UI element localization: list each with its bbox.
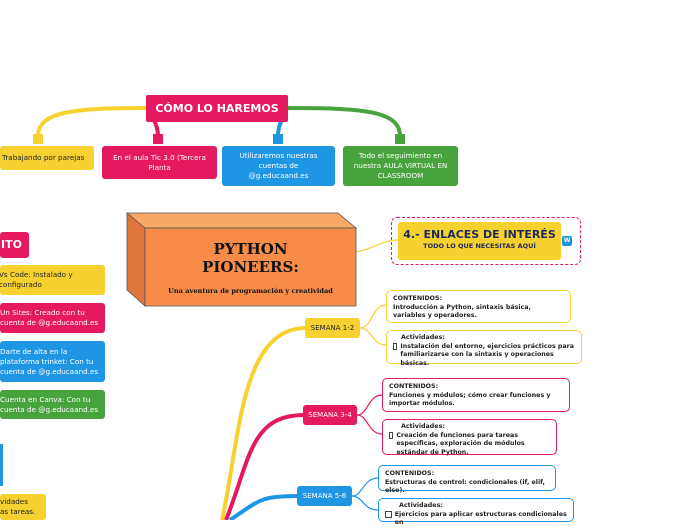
week-3-label[interactable]: SEMANA 5-6	[297, 486, 352, 506]
week-2-activities-title: Actividades:	[401, 423, 445, 430]
branch-pairs: Trabajando por parejas	[0, 146, 94, 170]
week-2-contents-title: CONTENIDOS:	[389, 383, 439, 390]
left-item-vscode-text: Vs Code: Instalado y configurado	[0, 270, 73, 289]
week-3-label-text: SEMANA 5-6	[302, 492, 347, 500]
week-2-activities: Actividades: Creación de funciones para …	[382, 419, 557, 456]
checkbox-icon[interactable]	[389, 431, 394, 439]
central-title: PYTHON PIONEERS:	[202, 240, 299, 276]
branch-virtual-classroom-text: Todo el seguimiento en nuestra AULA VIRT…	[353, 151, 448, 180]
week-3-contents: CONTENIDOS: Estructuras de control: cond…	[378, 465, 556, 494]
central-subtitle: Una aventura de programación y creativid…	[168, 287, 333, 295]
left-bottom-box: vidades as tareas.	[0, 494, 46, 520]
week-2-contents: CONTENIDOS: Funciones y módulos; cómo cr…	[382, 378, 570, 412]
branch-accounts: Utilizaremos nuestras cuentas de @g.educ…	[222, 146, 335, 186]
week-1-activities-text: Instalación del entorno, ejercicios prác…	[400, 342, 574, 367]
week-3-activities: Actividades: Ejercicios para aplicar est…	[378, 498, 574, 526]
left-item-sites-text: Un Sites: Creado con tu cuenta de @g.edu…	[0, 308, 99, 327]
left-bottom-text-2: as tareas.	[0, 507, 36, 516]
week-1-activities: Actividades: Instalación del entorno, ej…	[386, 330, 582, 367]
branch-classroom-text: En el aula Tic 3.0 (Tercera Planta	[113, 152, 206, 172]
week-1-label[interactable]: SEMANA 1-2	[305, 318, 360, 338]
left-item-vscode: Vs Code: Instalado y configurado	[0, 265, 105, 295]
checkbox-icon[interactable]	[393, 342, 398, 350]
left-blue-marker	[0, 444, 3, 486]
branch-virtual-classroom: Todo el seguimiento en nuestra AULA VIRT…	[343, 146, 458, 186]
checkbox-icon[interactable]	[385, 510, 392, 518]
branch-accounts-text: Utilizaremos nuestras cuentas de @g.educ…	[239, 151, 318, 180]
week-2-activities-text: Creación de funciones para tareas especí…	[396, 431, 525, 456]
week-1-contents: CONTENIDOS: Introducción a Python, sinta…	[386, 290, 571, 323]
week-3-contents-text: Estructuras de control: condicionales (i…	[385, 478, 545, 495]
left-bottom-text-1: vidades	[0, 497, 28, 506]
web-link-icon[interactable]: W	[562, 236, 572, 246]
week-1-label-text: SEMANA 1-2	[310, 324, 355, 332]
connector-week-2	[224, 413, 305, 520]
week-3-activities-title: Actividades:	[399, 502, 443, 509]
connector-week-3	[228, 494, 299, 520]
connector-green-top	[284, 106, 402, 137]
week-3-activities-text: Ejercicios para aplicar estructuras cond…	[394, 510, 567, 527]
left-panel-title-text: ITO	[1, 238, 22, 251]
week-2-label[interactable]: SEMANA 3-4	[303, 405, 357, 425]
week-1-contents-text: Introducción a Python, sintaxis básica, …	[393, 303, 531, 320]
left-item-sites: Un Sites: Creado con tu cuenta de @g.edu…	[0, 303, 105, 333]
left-item-trinket: Darte de alta en la plataforma trinket: …	[0, 341, 105, 382]
connector-yellow-top	[36, 106, 151, 137]
links-frame	[391, 217, 581, 265]
connector-week-1	[220, 326, 307, 520]
how-header-title: CÓMO LO HAREMOS	[155, 101, 279, 115]
week-1-activities-title: Actividades:	[401, 334, 445, 341]
left-item-canva-text: Cuenta en Canva: Con tu cuenta de @g.edu…	[0, 394, 99, 414]
web-link-icon-text: W	[563, 237, 571, 244]
left-item-canva: Cuenta en Canva: Con tu cuenta de @g.edu…	[0, 390, 105, 419]
branch-classroom: En el aula Tic 3.0 (Tercera Planta	[102, 146, 217, 179]
left-item-trinket-text: Darte de alta en la plataforma trinket: …	[0, 346, 99, 376]
left-panel-title: ITO	[0, 232, 29, 258]
branch-pairs-text: Trabajando por parejas	[2, 153, 85, 162]
links-title: 4.- ENLACES DE INTERÉS	[403, 228, 556, 241]
links-box[interactable]: 4.- ENLACES DE INTERÉS TODO LO QUE NECES…	[398, 222, 561, 260]
week-2-label-text: SEMANA 3-4	[308, 411, 352, 419]
how-header: CÓMO LO HAREMOS	[146, 95, 288, 122]
links-subtitle: TODO LO QUE NECESITAS AQUÍ	[423, 242, 536, 250]
week-3-contents-title: CONTENIDOS:	[385, 470, 435, 477]
week-1-contents-title: CONTENIDOS:	[393, 295, 443, 302]
week-2-contents-text: Funciones y módulos; cómo crear funcione…	[389, 391, 551, 408]
